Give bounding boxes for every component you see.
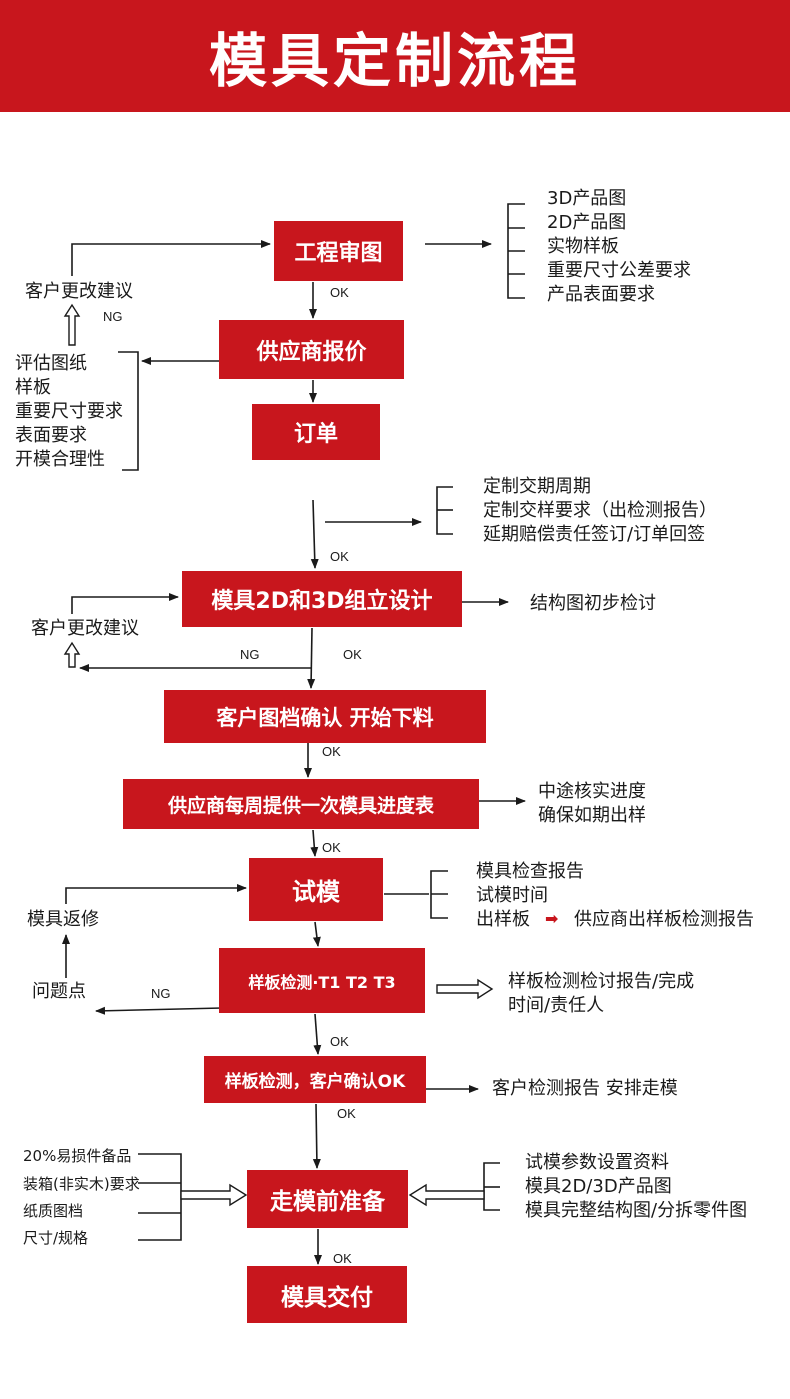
- step-engineering-review: 工程审图: [274, 221, 403, 281]
- label-ng: NG: [103, 309, 123, 324]
- list-item: 产品表面要求: [547, 284, 655, 305]
- step-trial: 试模: [249, 858, 383, 921]
- trial-extra-note: 供应商出样板检测报告: [574, 909, 754, 930]
- step-client-confirm: 客户图档确认 开始下料: [164, 690, 486, 743]
- list-item: 样板: [15, 377, 51, 398]
- issues-label: 问题点: [32, 981, 86, 1002]
- list-item: 实物样板: [547, 236, 619, 257]
- label-ok: OK: [330, 285, 349, 300]
- sample-report-line: 时间/责任人: [508, 995, 605, 1016]
- label-ok: OK: [322, 840, 341, 855]
- label-ok: OK: [337, 1106, 356, 1121]
- list-item: 定制交期周期: [483, 476, 591, 497]
- step-supplier-quote: 供应商报价: [219, 320, 404, 379]
- list-item: 定制交样要求（出检测报告）: [483, 500, 717, 521]
- label-ok: OK: [330, 1034, 349, 1049]
- list-item: 20%易损件备品: [23, 1147, 132, 1165]
- list-item: 评估图纸: [15, 353, 87, 374]
- list-item: 2D产品图: [547, 212, 627, 233]
- label-ok: OK: [343, 647, 362, 662]
- step-sample-test: 样板检测·T1 T2 T3: [219, 948, 425, 1013]
- list-item: 表面要求: [15, 425, 87, 446]
- list-item: 模具完整结构图/分拆零件图: [525, 1200, 748, 1221]
- label-ng: NG: [151, 986, 171, 1001]
- red-arrow-icon: ➡: [545, 909, 559, 928]
- list-item: 延期赔偿责任签订/订单回签: [483, 524, 706, 545]
- client-change-suggestion: 客户更改建议: [31, 618, 139, 639]
- list-item: 试模参数设置资料: [525, 1152, 669, 1173]
- progress-note: 中途核实进度: [538, 781, 646, 802]
- ok-output-note: 客户检测报告 安排走模: [492, 1078, 678, 1099]
- list-item: 出样板: [476, 909, 530, 930]
- step-order: 订单: [252, 404, 380, 460]
- list-item: 3D产品图: [547, 188, 627, 209]
- label-ok: OK: [330, 549, 349, 564]
- sample-report-line: 样板检测检讨报告/完成: [508, 971, 695, 992]
- label-ok: OK: [322, 744, 341, 759]
- page-title: 模具定制流程: [208, 27, 581, 95]
- step-sample-ok: 样板检测，客户确认OK: [204, 1056, 426, 1103]
- design-output: 结构图初步检讨: [530, 593, 656, 614]
- step-design: 模具2D和3D组立设计: [182, 571, 462, 627]
- progress-note: 确保如期出样: [538, 805, 646, 826]
- list-item: 模具2D/3D产品图: [525, 1176, 672, 1197]
- step-weekly-progress: 供应商每周提供一次模具进度表: [123, 779, 479, 829]
- label-ng: NG: [240, 647, 260, 662]
- step-shipping-prep: 走模前准备: [247, 1170, 408, 1228]
- list-item: 模具检查报告: [476, 861, 584, 882]
- mold-repair-label: 模具返修: [27, 909, 99, 930]
- list-item: 试模时间: [476, 885, 548, 906]
- client-change-suggestion: 客户更改建议: [25, 281, 133, 302]
- list-item: 重要尺寸要求: [15, 401, 123, 422]
- list-item: 重要尺寸公差要求: [547, 260, 691, 281]
- list-item: 装箱(非实木)要求: [23, 1175, 140, 1193]
- list-item: 纸质图档: [23, 1202, 84, 1220]
- list-item: 开模合理性: [15, 449, 105, 470]
- label-ok: OK: [333, 1251, 352, 1266]
- step-delivery: 模具交付: [247, 1266, 407, 1323]
- header-banner: 模具定制流程: [0, 0, 790, 112]
- list-item: 尺寸/规格: [23, 1229, 89, 1247]
